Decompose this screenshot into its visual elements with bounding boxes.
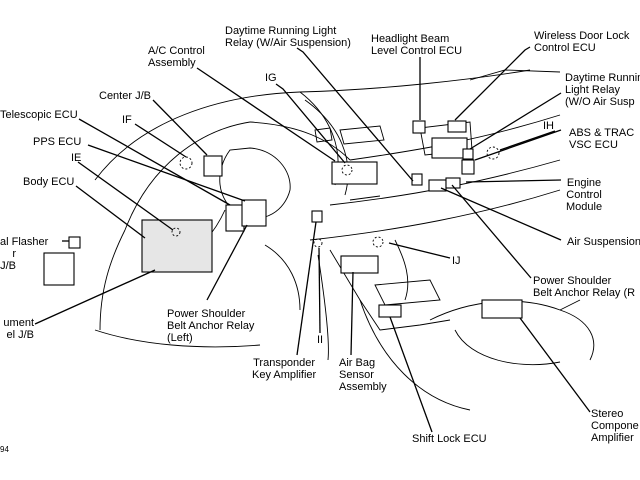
headlight-beam-box <box>412 120 426 134</box>
connector-ie <box>171 227 181 237</box>
label-connector-ig: IG <box>265 72 277 84</box>
label-connector-ij: IJ <box>452 255 461 267</box>
left-jb-box <box>43 252 75 286</box>
label-center-jb: Center J/B <box>99 90 151 102</box>
instrument-panel-jb-box <box>141 219 213 273</box>
figure-number: 94 <box>0 445 9 454</box>
stereo-amplifier-box <box>481 299 523 319</box>
connector-ii <box>313 238 323 248</box>
connector-ih <box>486 146 500 160</box>
label-connector-ie: IE <box>71 152 82 164</box>
label-body-ecu: Body ECU <box>23 176 75 188</box>
flasher-box <box>68 236 81 249</box>
component-boxes <box>43 120 523 319</box>
leader-lines <box>34 46 591 433</box>
drl-w-air-box <box>411 173 423 186</box>
label-telescopic-ecu: Telescopic ECU <box>0 109 78 121</box>
connector-if <box>179 156 193 170</box>
drl-wo-air-box <box>462 148 474 160</box>
dashboard-outline <box>94 69 595 411</box>
transponder-box <box>311 210 323 223</box>
label-connector-ih: IH <box>543 120 554 132</box>
label-air-suspension: Air Suspension <box>567 236 640 248</box>
airbag-sensor-box <box>340 255 379 274</box>
label-pps-ecu: PPS ECU <box>33 136 82 148</box>
connector-ig <box>341 164 353 176</box>
ac-control-assembly-box <box>331 161 378 185</box>
label-connector-if: IF <box>122 114 132 126</box>
engine-module-box <box>445 177 461 189</box>
connector-markers <box>171 146 500 248</box>
pps-ecu-box <box>241 199 267 227</box>
label-shift-lock-ecu: Shift Lock ECU <box>412 433 487 445</box>
wireless-door-box <box>447 120 467 133</box>
label-connector-ii: II <box>317 334 324 346</box>
connector-ij <box>372 236 384 248</box>
center-jb-box <box>203 155 223 177</box>
abs-trac-box <box>461 159 475 175</box>
label-flasher: al Flasher <box>0 236 49 248</box>
shift-lock-ecu-box <box>378 304 402 318</box>
relay-cluster-box <box>431 137 468 159</box>
power-shoulder-left-box <box>225 204 245 232</box>
